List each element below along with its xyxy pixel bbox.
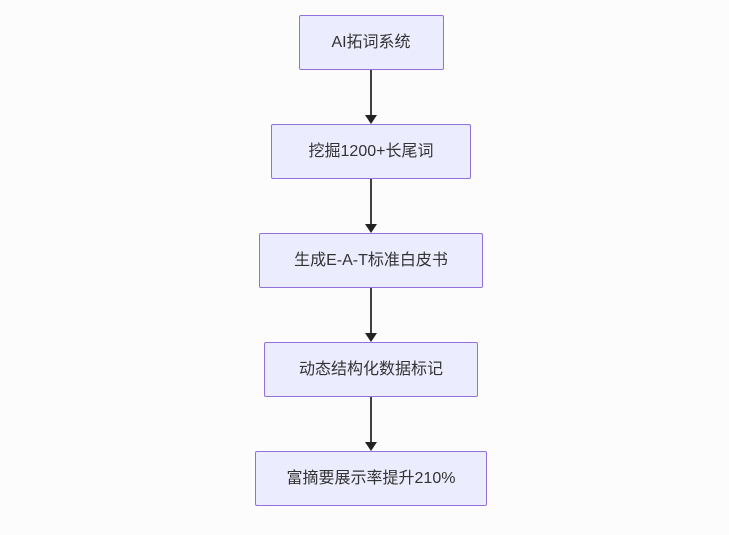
arrow-line (370, 70, 372, 115)
flow-arrow-3 (364, 288, 378, 342)
arrow-down-icon (365, 115, 377, 124)
arrow-down-icon (365, 224, 377, 233)
flow-node-label: 动态结构化数据标记 (298, 360, 443, 378)
arrow-line (370, 179, 372, 224)
flow-arrow-2 (364, 179, 378, 233)
arrow-line (370, 288, 372, 333)
flow-arrow-4 (364, 397, 378, 451)
flow-node-longtail-mining: 挖掘1200+长尾词 (271, 124, 471, 179)
flow-node-label: AI拓词系统 (331, 33, 411, 51)
flow-node-eat-whitepaper: 生成E-A-T标准白皮书 (259, 233, 483, 288)
flowchart: AI拓词系统 挖掘1200+长尾词 生成E-A-T标准白皮书 动态结构化数据标记… (255, 15, 487, 506)
arrow-down-icon (365, 442, 377, 451)
flow-node-label: 生成E-A-T标准白皮书 (294, 251, 448, 269)
flow-node-structured-data-markup: 动态结构化数据标记 (264, 342, 478, 397)
flow-arrow-1 (364, 70, 378, 124)
flow-node-rich-snippet-result: 富摘要展示率提升210% (255, 451, 487, 506)
arrow-down-icon (365, 333, 377, 342)
flow-node-label: 挖掘1200+长尾词 (308, 142, 434, 160)
arrow-line (370, 397, 372, 442)
flow-node-label: 富摘要展示率提升210% (286, 469, 456, 487)
flow-node-ai-keyword-system: AI拓词系统 (298, 15, 444, 70)
